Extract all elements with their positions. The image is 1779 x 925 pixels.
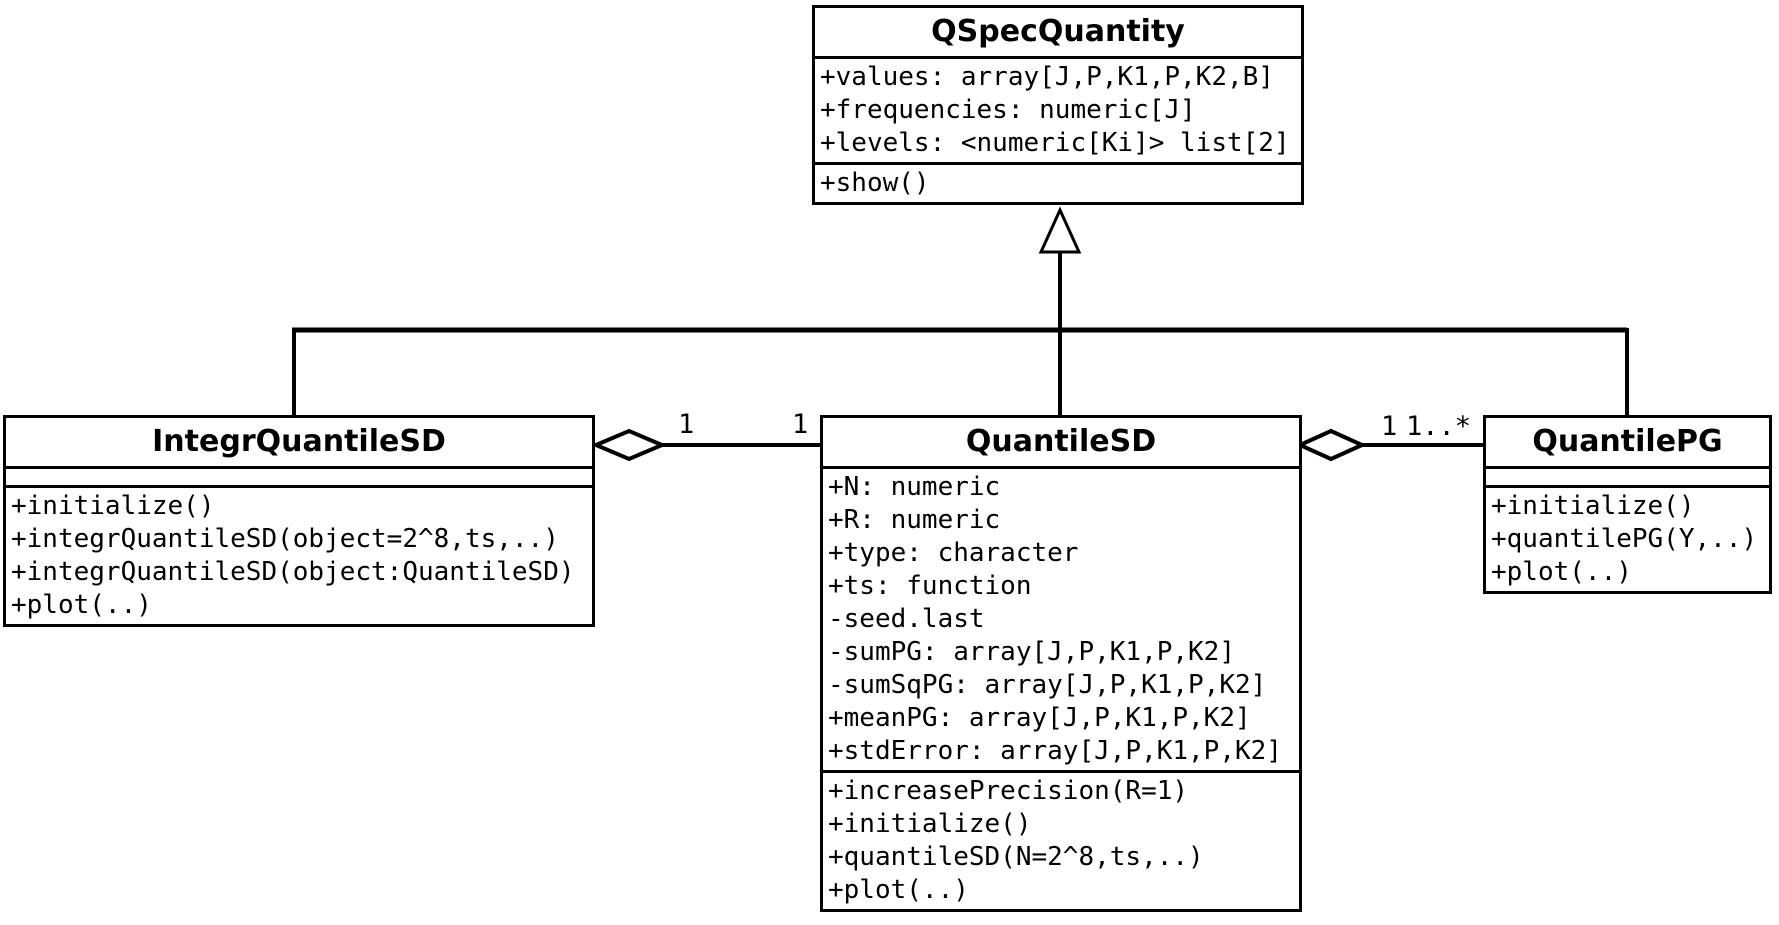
class-name-quantilesd: QuantileSD (965, 424, 1157, 459)
method-row: +quantileSD(N=2^8,ts,..) (828, 842, 1204, 872)
method-row: +increasePrecision(R=1) (828, 776, 1189, 806)
attribute-row: -sumPG: array[J,P,K1,P,K2] (828, 637, 1235, 667)
attribute-row: +stdError: array[J,P,K1,P,K2] (828, 736, 1282, 766)
method-row: +integrQuantileSD(object:QuantileSD) (11, 557, 575, 587)
attributes-section-quantilesd: +N: numeric+R: numeric+type: character+t… (823, 466, 1299, 770)
attribute-row: +type: character (828, 538, 1079, 568)
class-name-integrquantilesd: IntegrQuantileSD (152, 424, 446, 459)
method-row: +plot(..) (1491, 557, 1632, 587)
class-box-quantilepg: QuantilePG +initialize()+quantilePG(Y,..… (1483, 415, 1772, 594)
class-box-integrquantilesd: IntegrQuantileSD +initialize()+integrQua… (3, 415, 595, 627)
attribute-row: -sumSqPG: array[J,P,K1,P,K2] (828, 670, 1267, 700)
multiplicity-label-left-part: 1 (792, 409, 809, 440)
class-box-quantilesd: QuantileSD +N: numeric+R: numeric+type: … (820, 415, 1302, 912)
attribute-row: +meanPG: array[J,P,K1,P,K2] (828, 703, 1251, 733)
attributes-section-quantilepg (1486, 466, 1769, 485)
attribute-row: +levels: <numeric[Ki]> list[2] (820, 128, 1290, 158)
method-row: +initialize() (11, 491, 215, 521)
method-row: +integrQuantileSD(object=2^8,ts,..) (11, 524, 559, 554)
method-row: +initialize() (828, 809, 1032, 839)
multiplicity-label-left-aggregate: 1 (678, 409, 695, 440)
method-row: +show() (820, 168, 930, 198)
methods-section-quantilesd: +increasePrecision(R=1)+initialize()+qua… (823, 770, 1299, 909)
methods-section-integrquantilesd: +initialize()+integrQuantileSD(object=2^… (6, 485, 592, 624)
attribute-row: +R: numeric (828, 505, 1001, 535)
class-name-qspecquantity: QSpecQuantity (931, 14, 1185, 49)
class-box-qspecquantity: QSpecQuantity +values: array[J,P,K1,P,K2… (812, 5, 1304, 205)
class-name-quantilepg: QuantilePG (1532, 424, 1723, 459)
attribute-row: +frequencies: numeric[J] (820, 95, 1196, 125)
attribute-row: -seed.last (828, 604, 985, 634)
methods-section-quantilepg: +initialize()+quantilePG(Y,..)+plot(..) (1486, 485, 1769, 591)
multiplicity-label-right-aggregate: 1 (1381, 411, 1398, 442)
attribute-row: +ts: function (828, 571, 1032, 601)
generalization-triangle-arrow-icon (1038, 206, 1082, 254)
method-row: +plot(..) (828, 875, 969, 905)
method-row: +initialize() (1491, 491, 1695, 521)
attribute-row: +N: numeric (828, 472, 1001, 502)
method-row: +quantilePG(Y,..) (1491, 524, 1758, 554)
aggregation-right-diamond-icon (1295, 428, 1367, 462)
attribute-row: +values: array[J,P,K1,P,K2,B] (820, 62, 1274, 92)
methods-section-qspecquantity: +show() (815, 162, 1301, 202)
method-row: +plot(..) (11, 590, 152, 620)
attributes-section-integrquantilesd (6, 466, 592, 485)
multiplicity-label-right-part: 1..* (1406, 411, 1472, 442)
aggregation-left-diamond-icon (590, 428, 668, 462)
attributes-section-qspecquantity: +values: array[J,P,K1,P,K2,B]+frequencie… (815, 56, 1301, 162)
